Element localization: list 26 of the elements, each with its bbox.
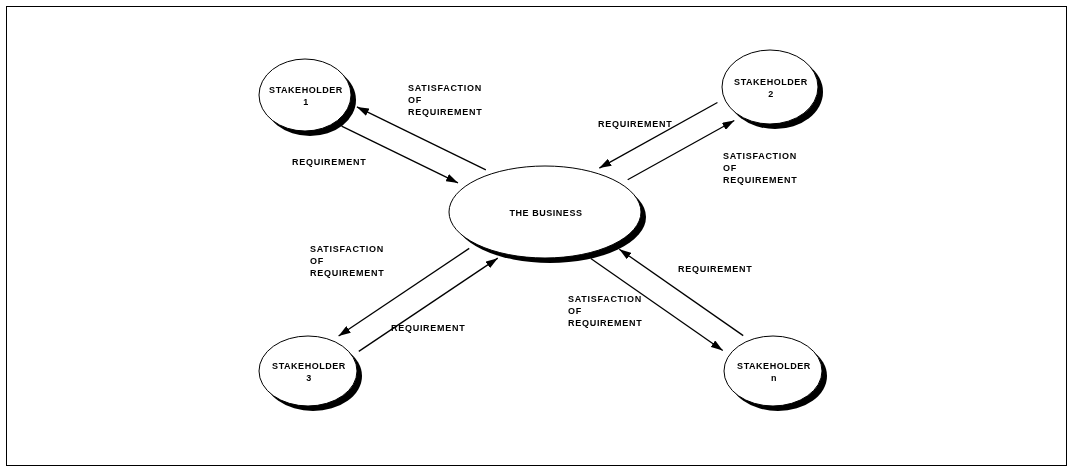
node-label: STAKEHOLDER 3: [271, 360, 347, 384]
stakeholder-ellipse: [255, 332, 363, 412]
node-label: THE BUSINESS: [508, 207, 584, 219]
node-label: STAKEHOLDER 1: [268, 84, 344, 108]
edge-label: REQUIREMENT: [391, 322, 466, 334]
stakeholder-ellipse: [720, 332, 828, 412]
edge-label: SATISFACTION OF REQUIREMENT: [408, 82, 483, 118]
arrow: [598, 101, 719, 169]
edge-label: REQUIREMENT: [292, 156, 367, 168]
arrow: [340, 125, 459, 184]
edge-label: REQUIREMENT: [678, 263, 753, 275]
arrow: [356, 106, 487, 171]
stakeholder-ellipse: [718, 46, 824, 130]
node-label: STAKEHOLDER n: [736, 360, 812, 384]
edge-label: SATISFACTION OF REQUIREMENT: [310, 243, 385, 279]
arrow: [337, 247, 470, 337]
edge-label: REQUIREMENT: [598, 118, 673, 130]
stakeholder-ellipse: [255, 55, 357, 137]
arrow: [590, 257, 724, 352]
arrow: [627, 119, 735, 181]
arrow: [358, 257, 499, 352]
node-label: STAKEHOLDER 2: [733, 76, 809, 100]
arrow: [618, 248, 744, 337]
edge-label: SATISFACTION OF REQUIREMENT: [723, 150, 798, 186]
stakeholder-ellipse: [445, 162, 647, 264]
edge-label: SATISFACTION OF REQUIREMENT: [568, 293, 643, 329]
